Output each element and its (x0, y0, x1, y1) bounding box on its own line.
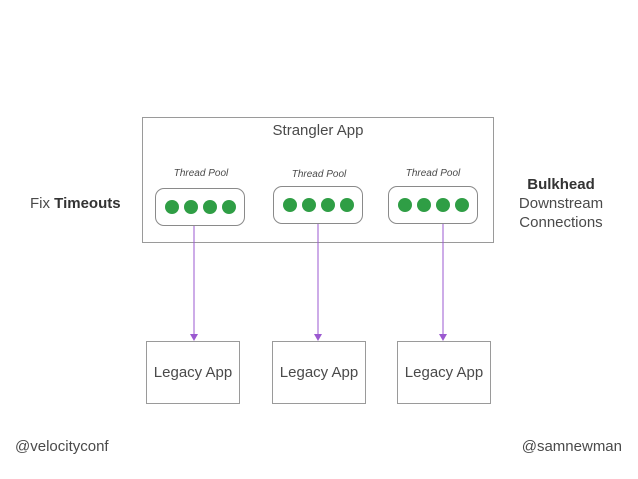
fix-timeouts-prefix: Fix (30, 195, 50, 212)
bulkhead-line-2: Downstream (518, 195, 604, 212)
thread-pool-2 (273, 186, 363, 224)
legacy-app-label: Legacy App (153, 364, 233, 381)
fix-timeouts-emphasis: Timeouts (54, 195, 121, 212)
fix-timeouts-note: Fix Timeouts (30, 195, 121, 212)
legacy-app-box-3: Legacy App (397, 341, 491, 404)
thread-pool-3 (388, 186, 478, 224)
thread-dot (301, 198, 316, 212)
thread-dot (397, 198, 412, 212)
thread-dot (202, 200, 217, 214)
thread-dot (183, 200, 198, 214)
arrow-2 (314, 224, 322, 341)
legacy-app-label: Legacy App (279, 364, 359, 381)
bulkhead-note: Bulkhead Downstream Connections (506, 175, 616, 232)
thread-dot (416, 198, 431, 212)
arrow-1 (190, 226, 198, 341)
legacy-app-label: Legacy App (404, 364, 484, 381)
samnewman-handle: @samnewman (521, 438, 622, 455)
thread-pool-label-2: Thread Pool (291, 169, 347, 180)
thread-dot (282, 198, 297, 212)
thread-dot (339, 198, 354, 212)
legacy-app-box-2: Legacy App (272, 341, 366, 404)
thread-pool-label-1: Thread Pool (173, 168, 229, 179)
thread-dot (454, 198, 469, 212)
strangler-app-title: Strangler App (272, 122, 364, 139)
bulkhead-line-3: Connections (519, 214, 603, 231)
thread-dot (221, 200, 236, 214)
thread-pool-label-3: Thread Pool (405, 168, 461, 179)
bulkhead-emphasis: Bulkhead (527, 176, 595, 193)
thread-dot (320, 198, 335, 212)
legacy-app-box-1: Legacy App (146, 341, 240, 404)
velocityconf-handle: @velocityconf (15, 438, 109, 455)
thread-dot (164, 200, 179, 214)
thread-dot (435, 198, 450, 212)
thread-pool-1 (155, 188, 245, 226)
arrow-3 (439, 224, 447, 341)
